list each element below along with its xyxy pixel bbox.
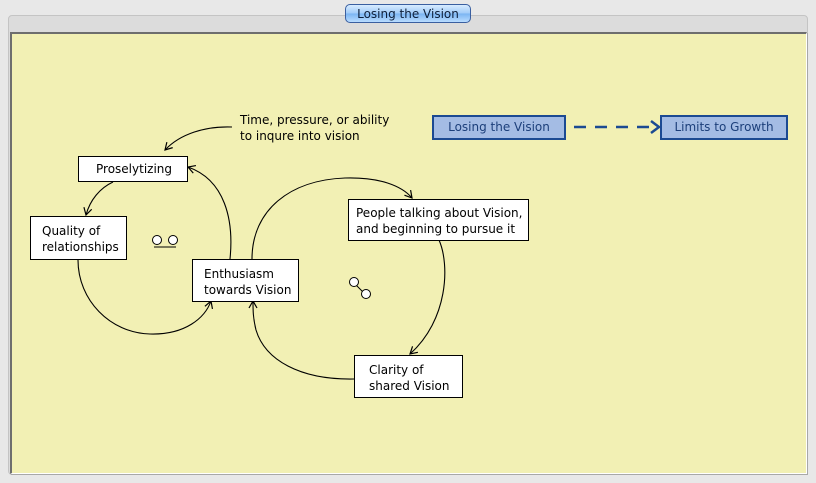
node-people-talking-about-vision[interactable]: People talking about Vision, and beginni…: [348, 199, 529, 241]
annotation-text: Time, pressure, or ability to inqure int…: [240, 113, 390, 143]
node-proselytizing[interactable]: Proselytizing: [78, 156, 188, 182]
arrow-annotation-to-proselytizing: [164, 126, 233, 151]
archetype-link-losing-the-vision[interactable]: Losing the Vision: [432, 115, 566, 140]
reinforcing-loop-icon: [349, 277, 371, 299]
node-enthusiasm-towards-vision[interactable]: Enthusiasm towards Vision: [192, 259, 299, 302]
balancing-loop-icon: [152, 235, 178, 248]
arrow-enthusiasm-to-proselytizing: [186, 164, 232, 260]
arrow-people-to-clarity: [409, 239, 446, 355]
archetype-link-limits-to-growth[interactable]: Limits to Growth: [660, 115, 788, 140]
arrow-enthusiasm-to-people: [251, 177, 413, 260]
arrow-quality-to-enthusiasm: [77, 259, 214, 335]
node-quality-of-relationships[interactable]: Quality of relationships: [30, 216, 127, 260]
diagram-canvas[interactable]: [10, 32, 807, 474]
arrow-proselytizing-to-quality: [83, 181, 114, 217]
arrow-clarity-to-enthusiasm: [248, 299, 355, 380]
node-clarity-of-shared-vision[interactable]: Clarity of shared Vision: [354, 355, 463, 398]
tab-losing-the-vision[interactable]: Losing the Vision: [345, 4, 471, 23]
